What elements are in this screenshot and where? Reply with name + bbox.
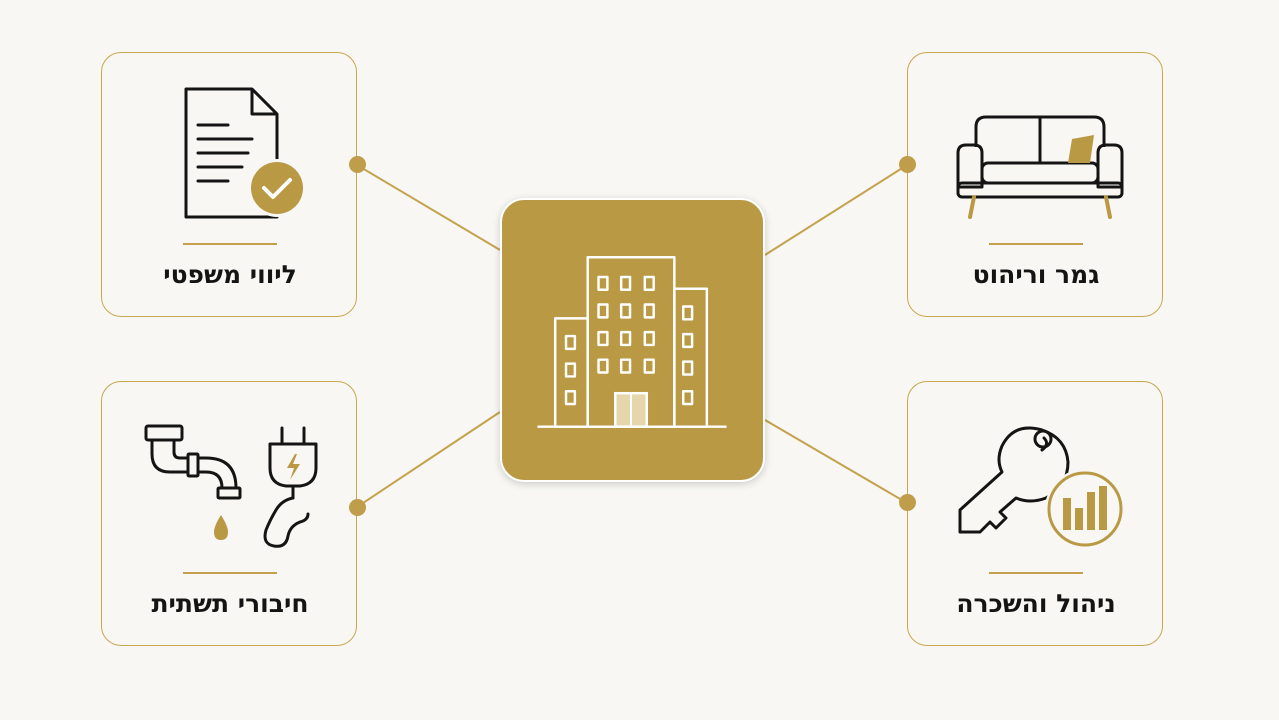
bar-chart-icon (1047, 471, 1123, 547)
lightning-icon (287, 454, 300, 480)
card-divider (989, 572, 1083, 574)
connector-finishing (764, 164, 908, 256)
card-infrastructure[interactable]: חיבורי תשתית (101, 381, 357, 646)
card-divider (183, 243, 277, 245)
card-divider (989, 243, 1083, 245)
document-check-icon (184, 87, 306, 219)
sofa-icon (956, 115, 1124, 219)
connector-infrastructure (356, 411, 501, 508)
infrastructure-icons (144, 424, 318, 548)
card-management[interactable]: ניהול והשכרה (907, 381, 1163, 646)
card-label-legal: ליווי משפטי (163, 260, 297, 289)
water-pipe-icon (144, 424, 242, 500)
cushion-icon (1068, 135, 1094, 163)
connector-dot-management (899, 494, 916, 511)
key-icon (958, 426, 1070, 534)
card-label-infrastructure: חיבורי תשתית (151, 589, 309, 618)
connector-dot-finishing (899, 156, 916, 173)
power-plug-icon (263, 426, 318, 548)
card-label-finishing: גמר וריהוט (972, 260, 1100, 289)
connector-dot-infrastructure (349, 499, 366, 516)
card-label-management: ניהול והשכרה (956, 589, 1116, 618)
connector-dot-legal (349, 156, 366, 173)
office-building-icon (537, 256, 727, 428)
card-legal[interactable]: ליווי משפטי (101, 52, 357, 317)
card-divider (183, 572, 277, 574)
water-drop-icon (214, 515, 228, 540)
center-building-tile[interactable] (500, 198, 765, 482)
card-finishing[interactable]: גמר וריהוט (907, 52, 1163, 317)
connector-legal (356, 164, 501, 251)
connector-management (764, 419, 908, 504)
management-icons (958, 426, 1125, 549)
